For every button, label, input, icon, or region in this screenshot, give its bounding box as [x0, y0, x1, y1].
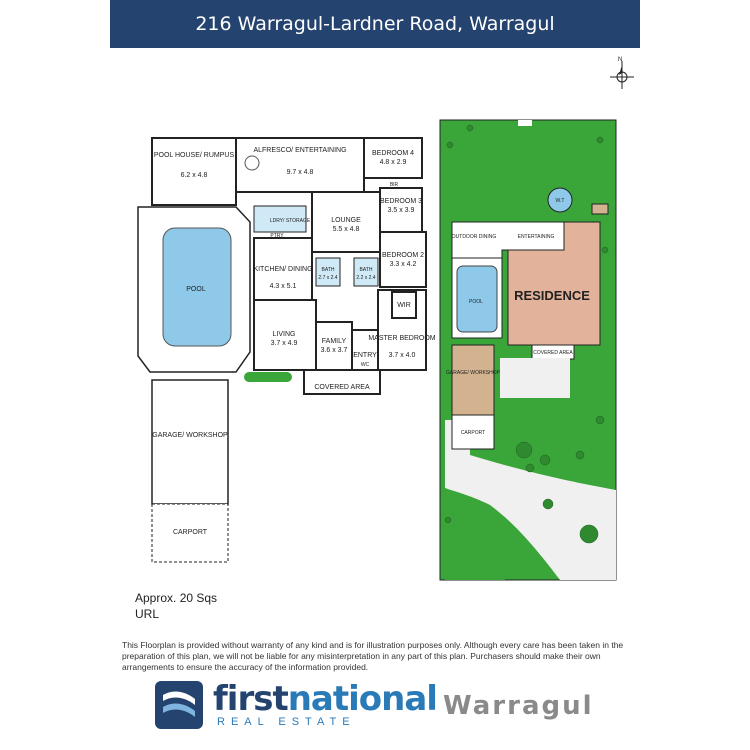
- logo-wordmark: firstnational: [213, 679, 438, 719]
- logo-mark-icon: [155, 681, 203, 729]
- family-room: [315, 321, 353, 371]
- room-label: BEDROOM 4: [372, 150, 414, 157]
- laundry-label: LDRY/ STORAGE: [270, 218, 311, 224]
- bir-label: BIR: [390, 182, 399, 188]
- bath-2-room: [353, 257, 379, 287]
- room-size: 9.7 x 4.8: [287, 169, 314, 176]
- spa-icon: [244, 155, 260, 171]
- site-pool-label: POOL: [469, 299, 483, 305]
- site-carport-label: CARPORT: [461, 430, 485, 436]
- bedroom-4-room: [363, 137, 423, 179]
- room-size: 5.5 x 4.8: [333, 226, 360, 233]
- water-tank-label: W.T: [556, 198, 565, 204]
- brand-logo: firstnational REAL ESTATE Warragul: [155, 681, 605, 731]
- room-label: BEDROOM 3: [380, 198, 422, 205]
- url-text: URL: [135, 607, 160, 621]
- logo-subtitle: REAL ESTATE: [217, 716, 356, 728]
- room-size: 4.3 x 5.1: [270, 283, 297, 290]
- room-size: 4.8 x 2.9: [380, 159, 407, 166]
- site-garage: [451, 344, 495, 416]
- site-garage-label: GARAGE/ WORKSHOP: [446, 370, 501, 376]
- disclaimer-text: This Floorplan is provided without warra…: [122, 640, 624, 672]
- room-size: 3.6 x 3.7: [321, 347, 348, 354]
- site-covered-area-label: COVERED AREA: [533, 350, 573, 356]
- logo-part-first: first: [213, 679, 289, 719]
- laundry-room: [253, 205, 307, 233]
- site-trees: [444, 124, 609, 544]
- room-label: POOL HOUSE/ RUMPUS: [154, 152, 235, 159]
- logo-town: Warragul: [443, 691, 594, 721]
- north-arrow-icon: N: [610, 57, 634, 89]
- room-label: FAMILY: [322, 338, 347, 345]
- pantry-label: PTRY: [270, 233, 284, 239]
- page-title: 216 Warragul-Lardner Road, Warragul: [195, 13, 555, 35]
- driveway: [445, 420, 616, 580]
- room-size: 3.7 x 4.0: [389, 352, 416, 359]
- garage-label: GARAGE/ WORKSHOP: [152, 432, 228, 439]
- header-banner: 216 Warragul-Lardner Road, Warragul: [110, 0, 640, 48]
- site-carport: [451, 414, 495, 450]
- bedroom-3-room: [379, 187, 423, 233]
- room-label: BEDROOM 2: [382, 252, 424, 259]
- room-label: LIVING: [273, 331, 296, 338]
- room-label: KITCHEN/ DINING: [253, 266, 312, 273]
- room-size: 2.7 x 2.4: [318, 275, 337, 281]
- bedroom-2-room: [379, 231, 427, 288]
- wc-label: WC: [361, 362, 370, 368]
- room-label: LOUNGE: [331, 217, 361, 224]
- site-residence: [507, 221, 601, 346]
- room-size: 6.2 x 4.8: [181, 172, 208, 179]
- entry-label: ENTRY: [353, 352, 377, 359]
- logo-part-national: national: [287, 679, 438, 719]
- room-size: 3.7 x 4.9: [271, 340, 298, 347]
- water-tank-icon: [547, 187, 573, 213]
- lawn-patch: [445, 488, 505, 580]
- room-size: 3.3 x 4.2: [390, 261, 417, 268]
- covered-area-room: [303, 369, 381, 395]
- shed: [591, 203, 609, 215]
- pool-house-room: [151, 137, 237, 206]
- outdoor-dining-label: OUTDOOR DINING: [452, 234, 497, 240]
- area-note: Approx. 20 Sqs URL: [135, 590, 217, 622]
- room-label: MASTER BEDROOM: [368, 335, 435, 342]
- room-size: 3.5 x 3.9: [388, 207, 415, 214]
- kitchen-room: [253, 237, 313, 301]
- pool-label: POOL: [186, 286, 206, 293]
- entertaining-label: ENTERTAINING: [518, 234, 555, 240]
- north-label: N: [618, 57, 622, 63]
- area-text: Approx. 20 Sqs: [135, 591, 218, 605]
- room-label: ALFRESCO/ ENTERTAINING: [253, 147, 346, 154]
- carport-label: CARPORT: [173, 529, 208, 536]
- room-label: BATH: [322, 267, 335, 273]
- site-paving: [500, 358, 570, 398]
- site-pool: [456, 265, 498, 333]
- room-label: BATH: [360, 267, 373, 273]
- bath-1-room: [315, 257, 341, 287]
- covered-area-label: COVERED AREA: [314, 384, 370, 391]
- hedge: [244, 372, 292, 382]
- gate: [518, 120, 532, 126]
- wir-room: [391, 291, 417, 319]
- residence-label: RESIDENCE: [514, 288, 590, 303]
- carport-room: [151, 503, 229, 563]
- garage-room: [151, 379, 229, 505]
- wir-label: WIR: [397, 302, 411, 309]
- room-size: 2.2 x 2.4: [356, 275, 375, 281]
- pool-water: [162, 227, 232, 347]
